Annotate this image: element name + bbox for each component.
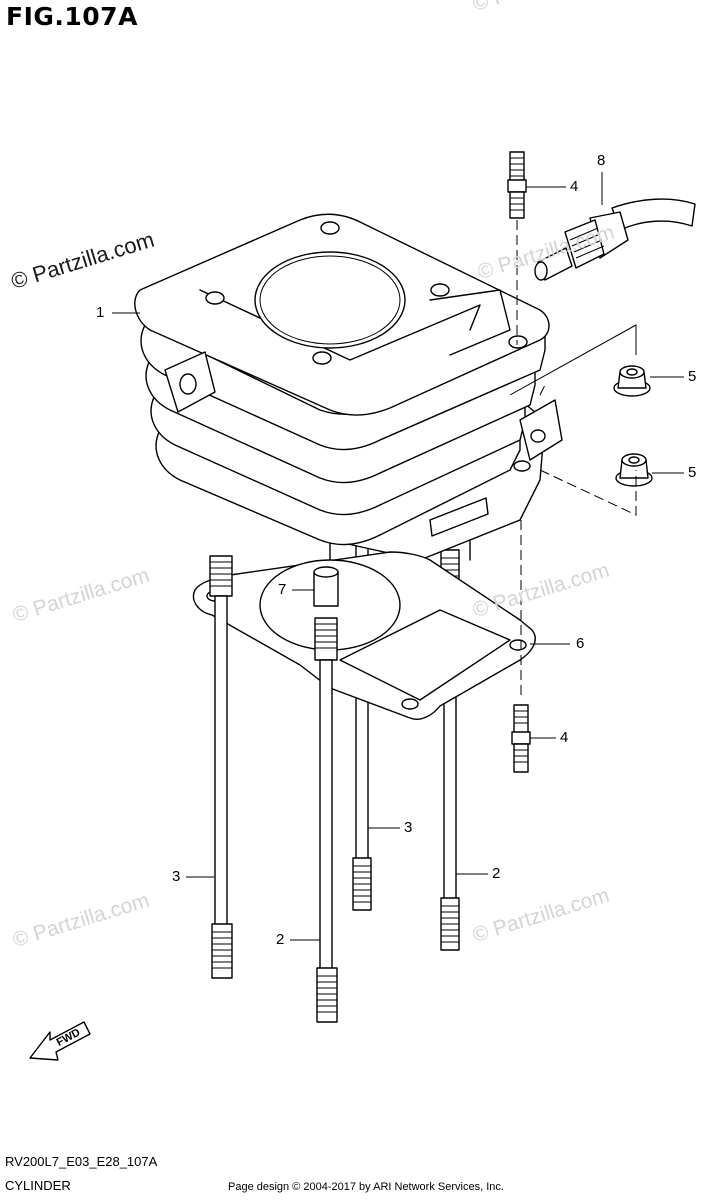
copyright-notice: Page design © 2004-2017 by ARI Network S… (228, 1181, 504, 1193)
cylinder-block (134, 213, 563, 591)
callout-3[interactable]: 3 (172, 868, 181, 885)
temperature-sensor (534, 198, 696, 281)
fwd-arrow-icon: FWD (29, 1021, 91, 1061)
section-name: CYLINDER (5, 1178, 71, 1193)
flange-nut-upper (613, 365, 651, 397)
callout-3[interactable]: 3 (404, 819, 413, 836)
short-stud-bottom (511, 704, 531, 773)
stud-front-left (209, 555, 233, 979)
base-gasket (192, 551, 536, 720)
callout-8[interactable]: 8 (597, 152, 606, 169)
callout-2[interactable]: 2 (492, 865, 501, 882)
callout-1[interactable]: 1 (96, 304, 105, 321)
short-stud-top (507, 151, 527, 219)
flange-nut-lower (615, 453, 653, 487)
dowel-pin (313, 566, 339, 607)
callout-6[interactable]: 6 (576, 635, 585, 652)
callout-4[interactable]: 4 (560, 729, 569, 746)
callout-5[interactable]: 5 (688, 368, 697, 385)
callout-5[interactable]: 5 (688, 464, 697, 481)
stud-front-center (314, 617, 338, 1023)
callout-4[interactable]: 4 (570, 178, 579, 195)
callout-7[interactable]: 7 (278, 581, 287, 598)
callout-2[interactable]: 2 (276, 931, 285, 948)
figure-title: FIG.107A (6, 2, 138, 31)
model-code: RV200L7_E03_E28_107A (5, 1154, 158, 1169)
